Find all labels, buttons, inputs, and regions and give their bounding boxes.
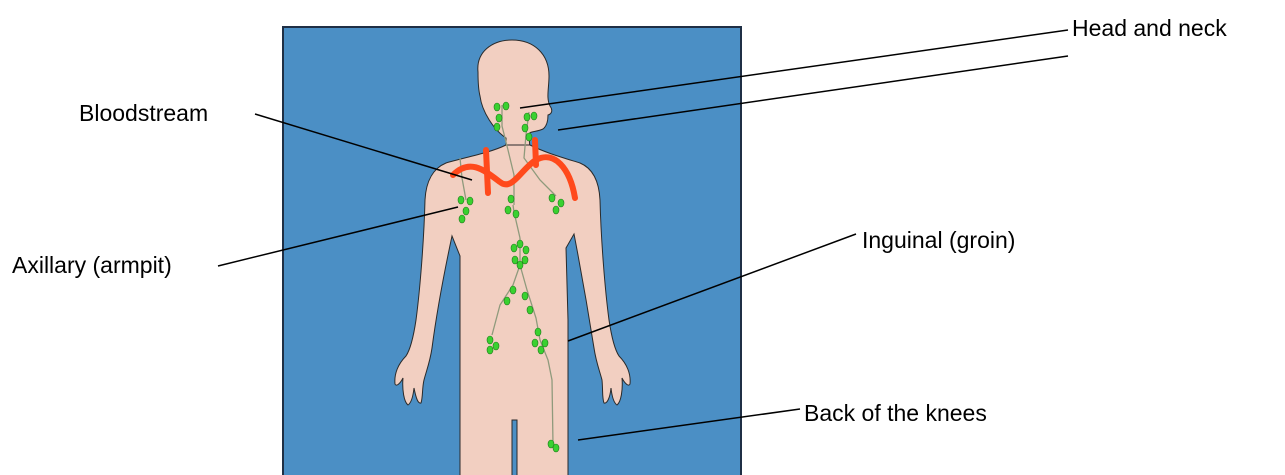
label-back-of-knees: Back of the knees <box>804 402 987 425</box>
label-inguinal: Inguinal (groin) <box>862 229 1015 252</box>
label-head-and-neck: Head and neck <box>1072 17 1227 40</box>
label-bloodstream: Bloodstream <box>79 102 208 125</box>
label-axillary: Axillary (armpit) <box>12 254 172 277</box>
